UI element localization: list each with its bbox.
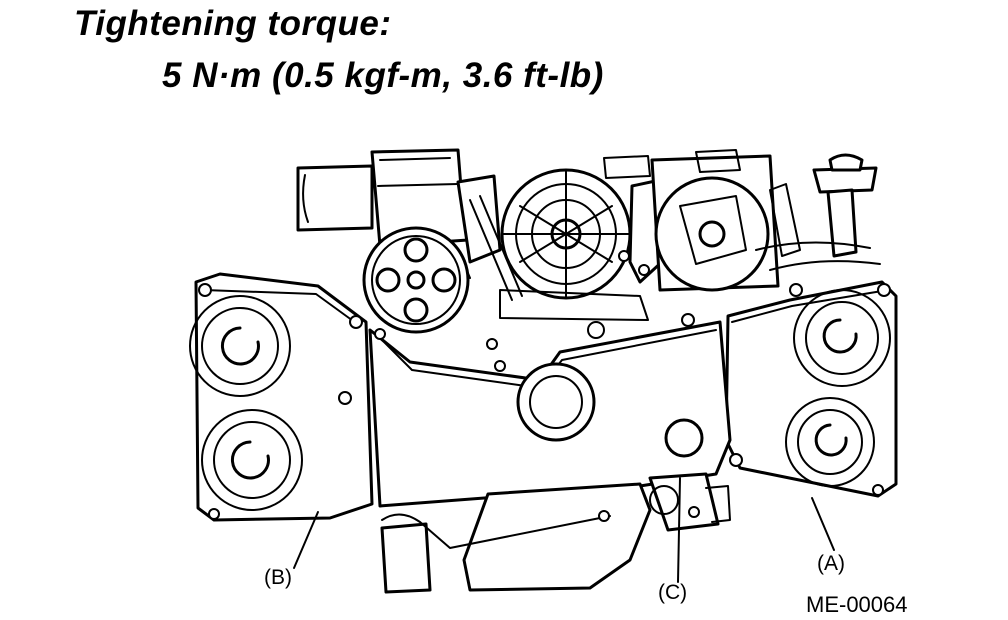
callout-b-label: (B) <box>264 566 292 589</box>
torque-title: Tightening torque: <box>74 4 392 43</box>
leader-lines <box>293 477 835 583</box>
figure-id: ME-00064 <box>806 592 908 617</box>
torque-value: 5 N·m (0.5 kgf-m, 3.6 ft-lb) <box>162 56 604 95</box>
timing-belt-cover-left <box>189 272 374 522</box>
oil-pan-lower <box>380 472 731 594</box>
callout-a-label: (A) <box>817 552 845 575</box>
timing-belt-cover-right <box>724 280 898 498</box>
callout-c-label: (C) <box>658 581 688 604</box>
upper-components <box>296 148 881 339</box>
